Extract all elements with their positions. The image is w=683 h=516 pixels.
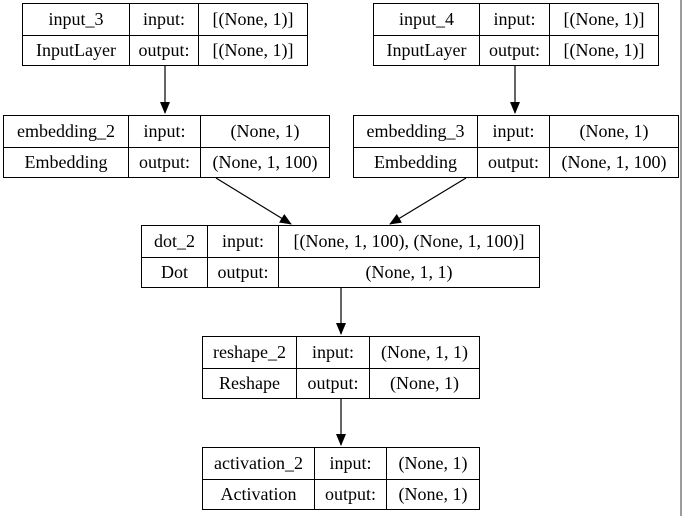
output-label: output: xyxy=(129,34,198,65)
input-shape: [(None, 1)] xyxy=(549,4,658,35)
frame-right-edge xyxy=(680,0,682,516)
layer-type: InputLayer xyxy=(23,34,129,66)
node-dot_2: dot_2 input: [(None, 1, 100), (None, 1, … xyxy=(141,225,540,288)
input-shape: (None, 1) xyxy=(549,116,678,147)
output-label: output: xyxy=(296,367,369,398)
edge-embedding_3-to-dot_2 xyxy=(389,177,467,225)
input-label: input: xyxy=(314,448,386,479)
input-label: input: xyxy=(296,337,369,368)
output-shape: (None, 1) xyxy=(386,478,479,509)
output-label: output: xyxy=(128,146,200,177)
input-shape: (None, 1) xyxy=(200,116,329,147)
output-label: output: xyxy=(314,478,386,509)
node-input_3: input_3 input: [(None, 1)] InputLayer ou… xyxy=(22,3,308,66)
input-label: input: xyxy=(479,4,549,35)
input-label: input: xyxy=(129,4,198,35)
output-shape: (None, 1, 1) xyxy=(278,256,539,287)
input-shape: (None, 1, 1) xyxy=(369,337,479,368)
layer-type: Activation xyxy=(203,478,314,510)
layer-name: embedding_2 xyxy=(17,121,115,142)
layer-name: input_3 xyxy=(48,9,104,30)
node-input_4: input_4 input: [(None, 1)] InputLayer ou… xyxy=(373,3,659,66)
layer-name: input_4 xyxy=(398,9,454,30)
layer-name: reshape_2 xyxy=(213,342,286,363)
input-label: input: xyxy=(477,116,549,147)
layer-name: dot_2 xyxy=(153,231,195,252)
layer-name: activation_2 xyxy=(214,453,303,474)
input-shape: [(None, 1, 100), (None, 1, 100)] xyxy=(278,226,539,257)
node-reshape_2: reshape_2 input: (None, 1, 1) Reshape ou… xyxy=(202,336,480,399)
output-label: output: xyxy=(477,146,549,177)
output-label: output: xyxy=(207,256,278,287)
output-shape: [(None, 1)] xyxy=(549,34,658,65)
input-shape: [(None, 1)] xyxy=(198,4,307,35)
node-embedding_2: embedding_2 input: (None, 1) Embedding o… xyxy=(3,115,330,178)
edge-embedding_2-to-dot_2 xyxy=(215,177,292,225)
layer-type: Reshape xyxy=(203,367,296,399)
layer-type: Embedding xyxy=(354,146,477,178)
output-shape: (None, 1) xyxy=(369,367,479,398)
layer-type: InputLayer xyxy=(374,34,479,66)
output-shape: [(None, 1)] xyxy=(198,34,307,65)
layer-type: Embedding xyxy=(4,146,128,178)
node-embedding_3: embedding_3 input: (None, 1) Embedding o… xyxy=(353,115,679,178)
output-shape: (None, 1, 100) xyxy=(549,146,678,177)
input-label: input: xyxy=(128,116,200,147)
layer-name: embedding_3 xyxy=(366,121,465,142)
input-label: input: xyxy=(207,226,278,257)
node-activation_2: activation_2 input: (None, 1) Activation… xyxy=(202,447,480,510)
layer-type: Dot xyxy=(142,256,207,288)
input-shape: (None, 1) xyxy=(386,448,479,479)
output-label: output: xyxy=(479,34,549,65)
output-shape: (None, 1, 100) xyxy=(200,146,329,177)
